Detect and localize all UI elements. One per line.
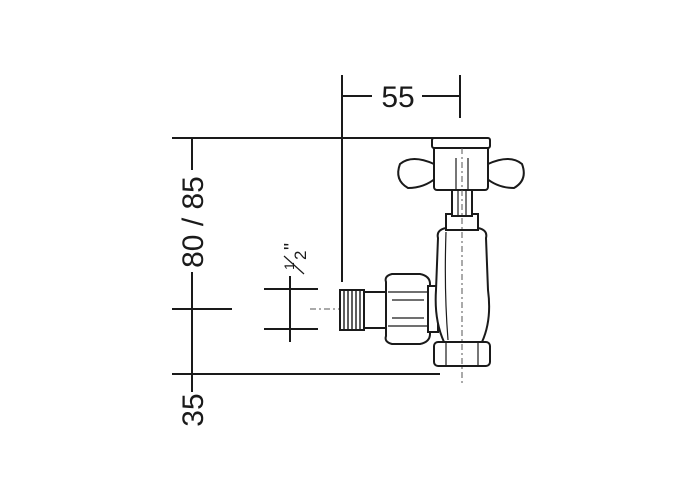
- thread-size-label: 1 2 ": [281, 243, 310, 275]
- valve-body: [339, 187, 491, 367]
- thread-unit: ": [281, 243, 303, 250]
- thread-denominator: 2: [291, 251, 310, 260]
- handle-cap: [431, 137, 491, 149]
- handle-wing-right: [484, 158, 525, 190]
- cross-head-handle-icon: [397, 137, 525, 191]
- tail-pipe: [363, 291, 387, 329]
- thread-size-dimension: 1 2 ": [264, 243, 318, 342]
- pipe-offset-label: 35: [177, 393, 210, 426]
- handle-wing-left: [397, 158, 438, 190]
- height-dimension: 80 / 85 35: [172, 137, 440, 427]
- width-dimension: 55: [341, 75, 461, 282]
- thread-numerator: 1: [281, 262, 297, 270]
- height-label: 80 / 85: [177, 176, 210, 268]
- width-label: 55: [381, 81, 414, 114]
- union-nut: [384, 273, 431, 345]
